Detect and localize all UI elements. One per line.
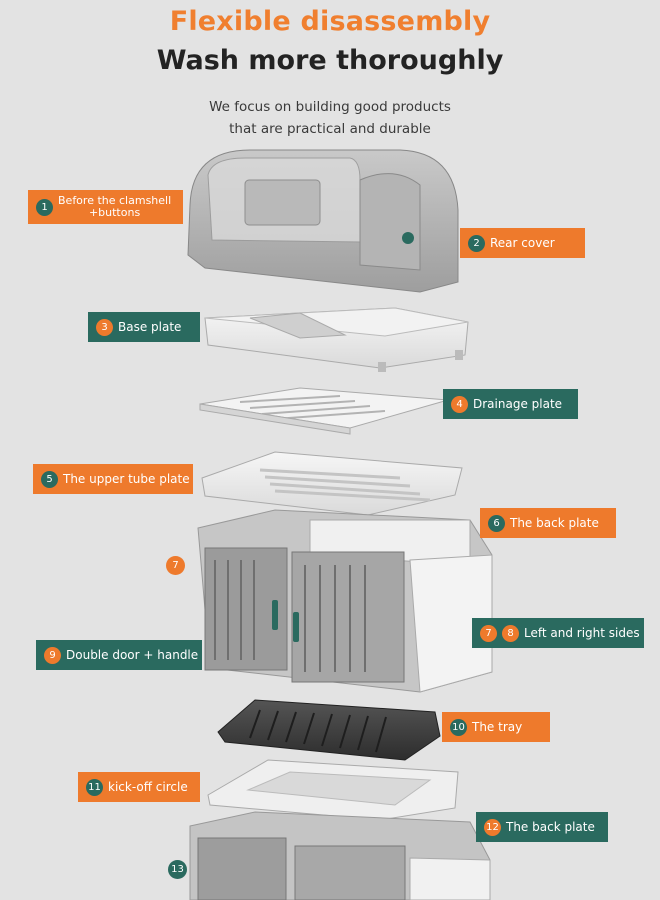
callout-number: 1: [36, 198, 53, 216]
callout-13-marker: 13: [168, 860, 187, 879]
upper-tube-plate: [201, 451, 463, 516]
subtitle-line-2: that are practical and durable: [229, 121, 431, 137]
tray: [217, 699, 441, 761]
callout-2-rear-cover: 2 Rear cover: [460, 228, 585, 258]
callout-12-back-plate: 12 The back plate: [476, 812, 608, 842]
subtitle: We focus on building good products that …: [0, 96, 660, 140]
callout-label: The upper tube plate: [63, 472, 190, 486]
callout-number: 7: [480, 624, 497, 642]
callout-label: Rear cover: [490, 236, 555, 250]
cabinet-body: [197, 509, 493, 693]
callout-3-base-plate: 3 Base plate: [88, 312, 200, 342]
callout-label: The back plate: [506, 820, 595, 834]
callout-6-back-plate: 6 The back plate: [480, 508, 616, 538]
callout-label: The tray: [472, 720, 523, 734]
callout-5-upper-tube-plate: 5 The upper tube plate: [33, 464, 193, 494]
lower-cabinet-body: [189, 811, 491, 900]
callout-label-line-2: +buttons: [88, 206, 141, 219]
callout-10-tray: 10 The tray: [442, 712, 550, 742]
callout-label: Left and right sides: [524, 626, 640, 640]
headline-accent: Flexible disassembly: [169, 6, 491, 37]
callout-label: Base plate: [118, 320, 182, 334]
drainage-plate: [199, 387, 449, 435]
callout-1-clamshell: 1 Before the clamshell +buttons: [28, 190, 183, 224]
callout-11-kick-off-circle: 11 kick-off circle: [78, 772, 200, 802]
callout-7-8-left-right-sides: 7 8 Left and right sides: [472, 618, 644, 648]
callout-number: 5: [41, 470, 58, 488]
subtitle-line-1: We focus on building good products: [209, 99, 451, 115]
callout-7-marker: 7: [166, 556, 185, 575]
callout-number: 3: [96, 318, 113, 336]
callout-label: Drainage plate: [473, 397, 563, 411]
callout-9-double-door: 9 Double door + handle: [36, 640, 202, 670]
base-plate: [204, 307, 469, 372]
kick-off-frame: [207, 759, 459, 821]
callout-4-drainage-plate: 4 Drainage plate: [443, 389, 578, 419]
callout-number: 8: [502, 624, 519, 642]
callout-number: 6: [488, 514, 505, 532]
callout-label: The back plate: [510, 516, 599, 530]
callout-number: 10: [450, 718, 467, 736]
callout-number: 2: [468, 234, 485, 252]
callout-number: 4: [451, 395, 468, 413]
callout-label: Double door + handle: [66, 648, 199, 662]
clamshell-cover: [187, 149, 459, 293]
callout-label-line-1: Before the clamshell: [58, 194, 172, 207]
callout-number: 9: [44, 646, 61, 664]
callout-number: 12: [484, 818, 501, 836]
headline-main: Wash more thoroughly: [156, 45, 504, 76]
callout-number: 11: [86, 778, 103, 796]
callout-label: kick-off circle: [108, 780, 188, 794]
